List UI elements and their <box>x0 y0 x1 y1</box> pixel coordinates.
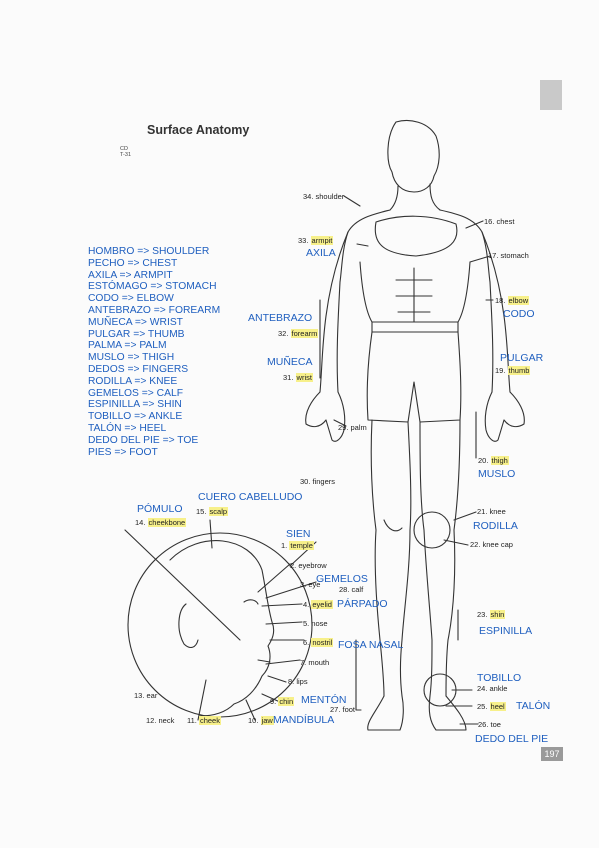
left-arm <box>319 231 349 393</box>
vocab-item: AXILA => ARMPIT <box>88 269 173 281</box>
profile-head <box>169 540 275 717</box>
profile-eye <box>243 599 259 605</box>
label-thumb: 19. thumb <box>495 366 531 375</box>
annot-parpado: PÁRPADO <box>337 598 388 610</box>
annot-sien: SIEN <box>286 528 311 540</box>
label-chest: 16. chest <box>484 217 515 226</box>
label-elbow: 18. elbow <box>495 296 530 305</box>
page-title: Surface Anatomy <box>147 123 250 137</box>
left-foot <box>367 695 404 731</box>
label-cheek: 11. cheek <box>187 716 221 725</box>
vocab-item: ANTEBRAZO => FOREARM <box>88 304 221 316</box>
label-eyebrow: 2. eyebrow <box>290 561 327 570</box>
label-eye: 3. eye <box>300 580 321 589</box>
vocab-item: RODILLA => KNEE <box>88 375 178 387</box>
annot-muslo: MUSLO <box>478 468 516 480</box>
right-leg <box>419 419 461 697</box>
annot-axila: AXILA <box>306 247 336 259</box>
label-scalp: 15. scalp <box>196 507 229 516</box>
annot-muneca: MUÑECA <box>267 356 313 368</box>
vocab-item: DEDO DEL PIE => TOE <box>88 434 199 446</box>
vocab-item: ESTÓMAGO => STOMACH <box>88 281 217 293</box>
label-ear: 13. ear <box>134 691 158 700</box>
page-number: 197 <box>541 747 563 761</box>
vocab-item: PECHO => CHEST <box>88 257 178 269</box>
right-foot <box>428 695 467 731</box>
label-stomach: 17. stomach <box>488 251 529 260</box>
vocab-item: MUSLO => THIGH <box>88 352 175 364</box>
vocab-item: ESPINILLA => SHIN <box>88 399 182 411</box>
body-head <box>387 119 440 193</box>
label-calf: 28. calf <box>339 585 364 594</box>
annot-antebrazo: ANTEBRAZO <box>248 312 313 324</box>
annot-tobillo: TOBILLO <box>477 672 522 684</box>
annot-rodilla: RODILLA <box>473 520 518 532</box>
annot-fosa-nasal: FOSA NASAL <box>338 639 404 651</box>
label-shoulder: 34. shoulder <box>303 192 345 201</box>
label-lips: 8. lips <box>288 677 308 686</box>
vocab-item: PALMA => PALM <box>88 340 167 352</box>
annot-cuero-cabelludo: CUERO CABELLUDO <box>198 491 303 503</box>
annot-menton: MENTÓN <box>301 694 347 706</box>
label-fingers: 30. fingers <box>300 477 336 486</box>
chest-outline <box>374 215 458 257</box>
label-heel: 25. heel <box>477 702 506 711</box>
ankle-circle <box>423 673 457 707</box>
label-temple: 1. temple <box>281 541 314 550</box>
label-foot: 27. foot <box>330 705 356 714</box>
shorts <box>366 331 462 423</box>
label-kneecap: 22. knee cap <box>470 540 513 549</box>
left-leg <box>370 419 412 697</box>
label-nostril: 6. nostril <box>303 638 334 647</box>
annot-dedo-del-pie: DEDO DEL PIE <box>475 733 549 745</box>
label-nose: 5. nose <box>303 619 328 628</box>
label-chin: 9. chin <box>270 697 295 706</box>
label-jaw: 10. jaw <box>248 716 274 725</box>
vocab-item: PIES => FOOT <box>88 446 158 458</box>
label-wrist: 31. wrist <box>283 373 313 382</box>
right-hand <box>484 391 525 442</box>
belt <box>371 321 459 333</box>
label-shin: 23. shin <box>477 610 506 619</box>
head-closeup-circle <box>127 532 313 718</box>
annot-pomulo: PÓMULO <box>137 503 183 515</box>
annot-mandibula: MANDÍBULA <box>273 714 335 726</box>
label-armpit: 33. armpit <box>298 236 334 245</box>
vocab-item: HOMBRO => SHOULDER <box>88 246 210 257</box>
label-mouth: 7. mouth <box>300 658 330 667</box>
vocab-item: TOBILLO => ANKLE <box>88 411 183 423</box>
annot-gemelos: GEMELOS <box>316 573 368 585</box>
kneecap-circle <box>413 511 451 549</box>
abdomen <box>395 267 433 323</box>
vocab-item: DEDOS => FINGERS <box>88 363 189 375</box>
label-ankle: 24. ankle <box>477 684 508 693</box>
vocab-item: CODO => ELBOW <box>88 293 174 305</box>
label-knee: 21. knee <box>477 507 506 516</box>
label-neck: 12. neck <box>146 716 175 725</box>
vocab-item: PULGAR => THUMB <box>88 328 185 340</box>
label-cheekbone: 14. cheekbone <box>135 518 187 527</box>
vocabulary-list: HOMBRO => SHOULDER PECHO => CHEST AXILA … <box>88 246 220 458</box>
label-toe: 26. toe <box>478 720 501 729</box>
label-eyelid: 4. eyelid <box>303 600 333 609</box>
annot-codo: CODO <box>503 308 535 320</box>
corner-tab <box>540 80 562 110</box>
vocab-item: TALÓN => HEEL <box>88 422 167 434</box>
annot-pulgar: PULGAR <box>500 352 544 364</box>
annot-talon: TALÓN <box>516 700 551 712</box>
label-thigh: 20. thigh <box>478 456 509 465</box>
cd-track-label: CD T-31 <box>120 146 132 158</box>
body-neck <box>389 183 441 211</box>
label-forearm: 32. forearm <box>278 329 319 338</box>
profile-mouth <box>257 659 271 663</box>
vocab-item: GEMELOS => CALF <box>88 387 183 399</box>
left-knee <box>383 519 403 532</box>
left-hand <box>305 391 346 442</box>
label-palm: 29. palm <box>338 423 367 432</box>
annot-espinilla: ESPINILLA <box>479 625 533 637</box>
vocab-item: MUÑECA => WRIST <box>88 316 183 328</box>
